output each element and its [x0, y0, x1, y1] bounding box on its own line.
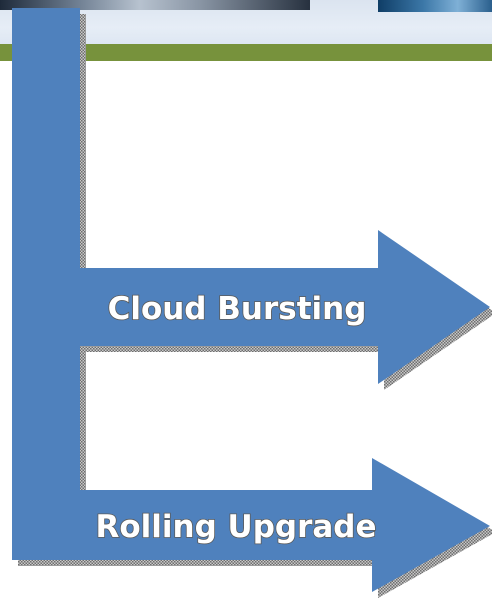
arrow-label-rolling-upgrade: Rolling Upgrade	[95, 509, 376, 545]
header-image-right	[378, 0, 492, 12]
shapes	[12, 8, 490, 592]
vertical-bar	[12, 8, 80, 560]
header-accent-bar	[0, 44, 492, 61]
arrow-rolling-upgrade	[80, 458, 490, 592]
header-image-left	[0, 0, 310, 10]
arrow-cloud-bursting	[80, 230, 490, 384]
arrow-label-cloud-bursting: Cloud Bursting	[108, 291, 367, 327]
